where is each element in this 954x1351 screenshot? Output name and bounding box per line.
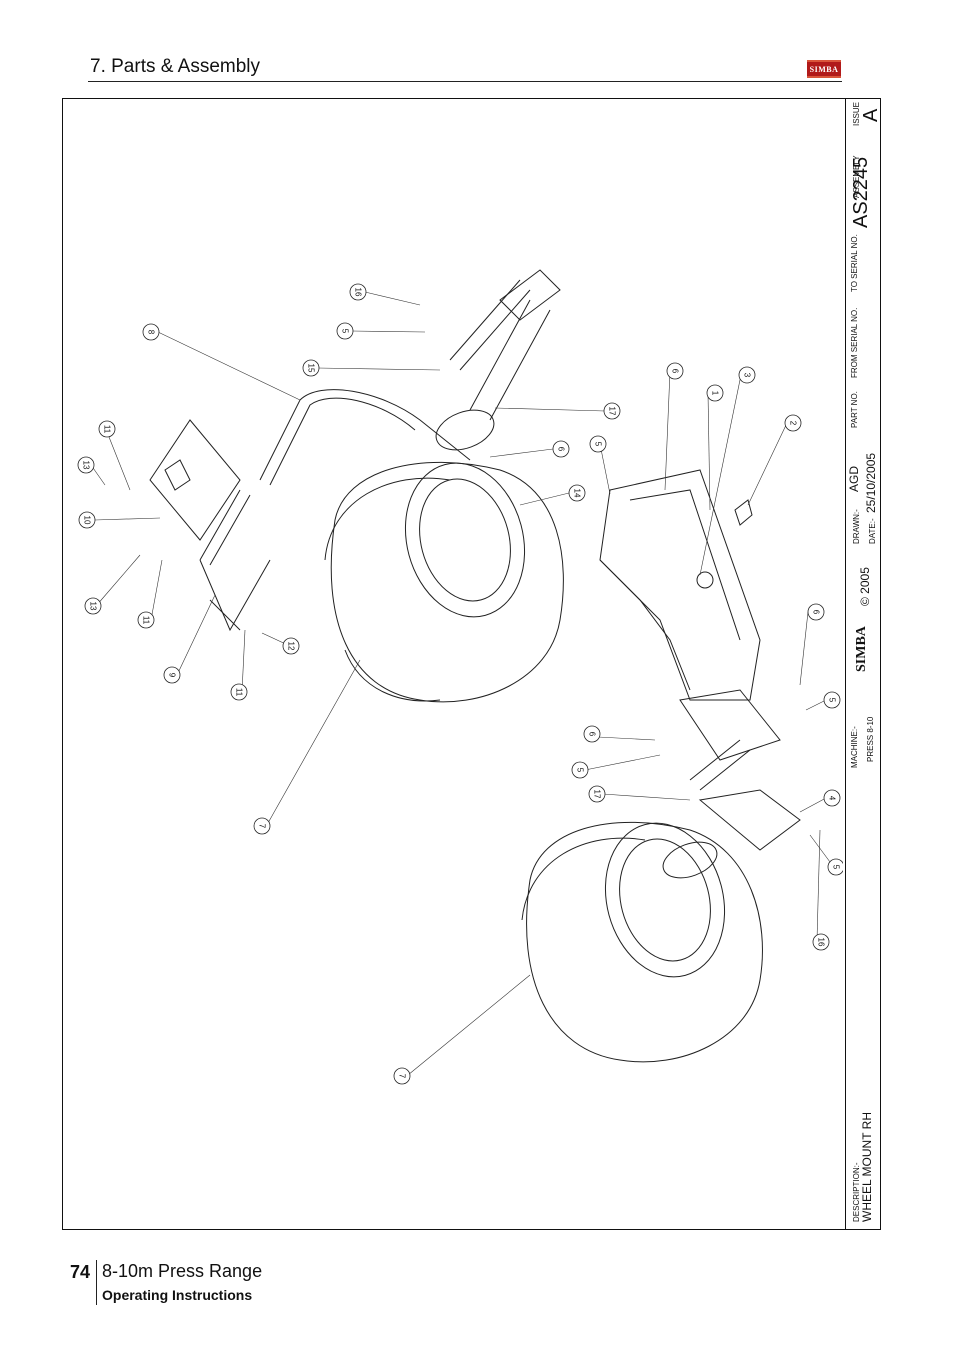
callout-number: 5 [594,442,603,447]
callout-number: 17 [608,407,617,416]
callout-number: 1 [711,391,720,396]
callout-balloon: 5 [827,858,843,876]
part-no-label: PART NO. [850,391,859,428]
callout-balloon: 5 [571,761,589,779]
callout-balloon: 7 [393,1067,411,1085]
callout-balloon: 2 [784,414,802,432]
callout-balloon: 11 [98,420,116,438]
to-serial-label: TO SERIAL NO. [850,234,859,292]
footer-subtitle: Operating Instructions [102,1287,253,1303]
callout-number: 6 [588,732,597,737]
callout-number: 11 [103,425,112,434]
callout-balloon: 13 [84,597,102,615]
callout-balloon: 4 [823,789,841,807]
callout-balloon: 6 [552,440,570,458]
callout-number: 5 [341,329,350,334]
date-label: DATE:- [868,518,877,544]
from-serial-label: FROM SERIAL NO. [850,307,859,378]
callout-number: 4 [828,796,837,801]
callout-balloon: 5 [336,322,354,340]
callout-balloon: 8 [142,323,160,341]
callout-number: 9 [168,673,177,678]
machine-value: PRESS 8-10 [866,716,875,762]
callout-balloon: 12 [282,637,300,655]
section-title: 7. Parts & Assembly [90,56,261,77]
callout-balloon: 5 [589,435,607,453]
callout-number: 16 [817,938,826,947]
callout-balloon: 7 [253,817,271,835]
date-value: 25/10/2005 [864,452,878,513]
callout-balloon: 5 [823,691,841,709]
callout-balloon: 3 [738,366,756,384]
callout-balloon: 6 [666,362,684,380]
callout-number: 3 [743,373,752,378]
callout-balloon: 17 [588,785,606,803]
callout-number: 7 [398,1074,407,1079]
description-value: WHEEL MOUNT RH [860,1111,874,1222]
callout-number: 15 [307,364,316,373]
callout-number: 6 [671,369,680,374]
callout-number: 5 [576,768,585,773]
callout-balloon: 11 [230,683,248,701]
callout-balloon: 14 [568,484,586,502]
footer-title: 8-10m Press Range [102,1261,263,1281]
callout-number: 14 [573,489,582,498]
machine-label: MACHINE:- [850,726,859,768]
callout-balloon: 15 [302,359,320,377]
callout-number: 10 [83,516,92,525]
issue-value: A [860,108,882,122]
callout-number: 11 [235,688,244,697]
callout-balloon: 16 [349,283,367,301]
callout-number: 17 [593,790,602,799]
brand-mark: SIMBA [854,626,869,672]
callout-number: 6 [812,610,821,615]
callout-number: 5 [828,698,837,703]
header-rule [88,81,842,82]
page-number: 74 [70,1262,91,1282]
callout-balloon: 9 [163,666,181,684]
drawn-value: AGD [847,465,861,492]
brand-logo: SIMBA [807,60,841,78]
callout-number: 12 [287,642,296,651]
callout-number: 7 [258,824,267,829]
footer-rule [96,1260,97,1305]
callout-number: 8 [147,330,156,335]
callout-balloon: 1 [706,384,724,402]
callout-balloon: 16 [812,933,830,951]
callout-number: 2 [789,421,798,426]
callout-number: 5 [832,865,841,870]
callout-balloon: 11 [137,611,155,629]
callout-number: 6 [557,447,566,452]
callout-balloon: 6 [583,725,601,743]
callout-number: 16 [354,288,363,297]
callout-balloon: 13 [77,456,95,474]
copyright-text: © 2005 [858,567,872,606]
assembly-value: AS2245 [850,156,872,228]
callout-balloon: 10 [78,511,96,529]
callout-balloon: 6 [807,603,825,621]
callout-balloon: 17 [603,402,621,420]
callout-number: 13 [89,602,98,611]
callout-number: 11 [142,616,151,625]
drawn-label: DRAWN:- [852,509,861,544]
callout-number: 13 [82,461,91,470]
drawing-frame [62,98,881,1230]
title-block: ISSUE A ASSEMBLY AS2245 TO SERIAL NO. FR… [845,98,882,1230]
